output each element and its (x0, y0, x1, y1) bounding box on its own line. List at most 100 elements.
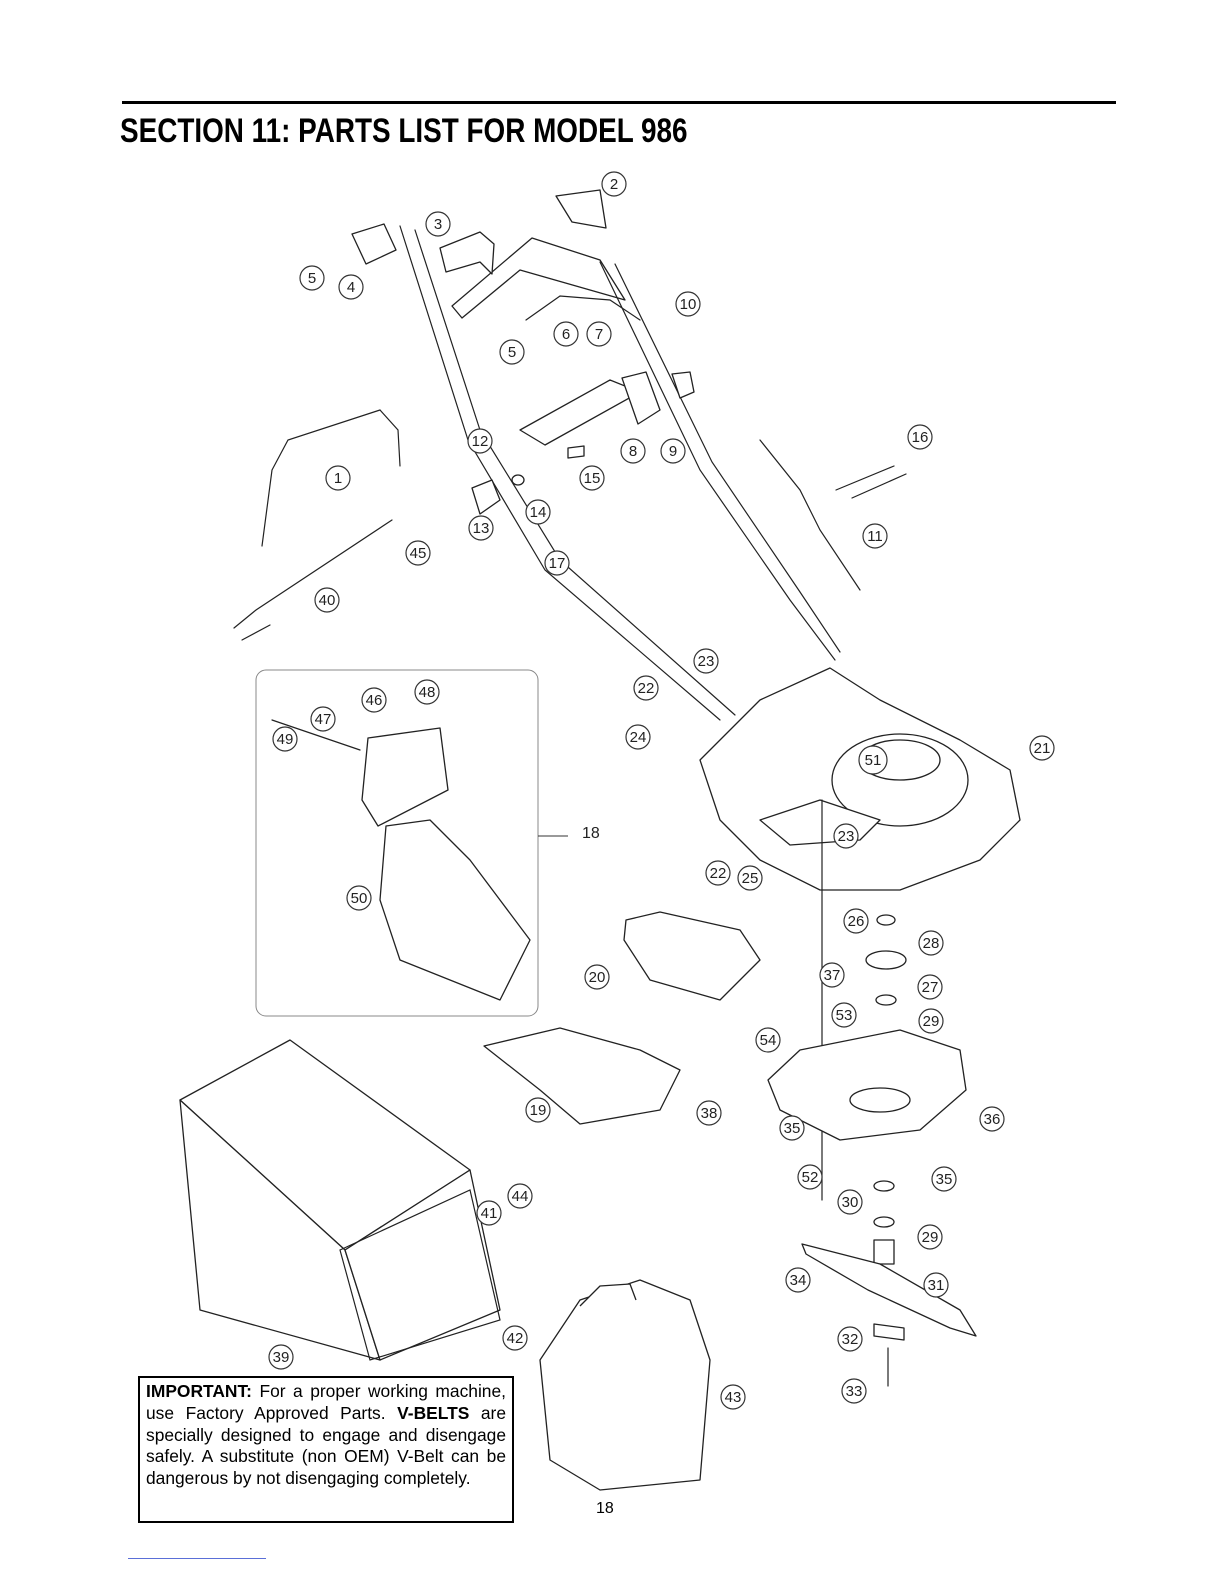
important-notice: IMPORTANT: For a proper working machine,… (138, 1376, 514, 1523)
callout-16-circle (907, 424, 933, 450)
callout-49-label: 49 (277, 731, 294, 748)
callout-14-label: 14 (530, 504, 547, 521)
callout-37-label: 37 (824, 967, 841, 984)
callout-54-circle (755, 1027, 781, 1053)
callout-1-label: 1 (334, 470, 342, 487)
callout-19-circle (525, 1097, 551, 1123)
callout-36-circle (979, 1106, 1005, 1132)
vbelts-label: V-BELTS (397, 1402, 470, 1423)
callout-7-circle (586, 321, 612, 347)
callout-19-label: 19 (530, 1102, 547, 1119)
callout-8-label: 8 (629, 443, 637, 460)
page-number: 18 (596, 1500, 614, 1517)
callout-21-circle (1029, 735, 1055, 761)
callout-29-circle (917, 1224, 943, 1250)
callout-21-label: 21 (1034, 740, 1051, 757)
callout-26-label: 26 (848, 913, 865, 930)
callout-41-circle (476, 1200, 502, 1226)
callout-15-label: 15 (584, 470, 601, 487)
callout-26-circle (843, 908, 869, 934)
callout-34-label: 34 (790, 1272, 807, 1289)
callout-20-circle (584, 964, 610, 990)
callout-6-label: 6 (562, 326, 570, 343)
callout-29-circle (918, 1008, 944, 1034)
callout-29-label: 29 (923, 1013, 940, 1030)
callout-12-circle (467, 428, 493, 454)
callout-39-circle (268, 1344, 294, 1370)
bottom-link-underline[interactable] (128, 1558, 266, 1559)
callout-43-circle (720, 1384, 746, 1410)
callout-46-label: 46 (366, 692, 383, 709)
callout-5-circle (299, 265, 325, 291)
top-rule (122, 101, 1116, 104)
callout-39-label: 39 (273, 1349, 290, 1366)
callout-33-label: 33 (846, 1383, 863, 1400)
callout-23-label: 23 (838, 828, 855, 845)
callout-35-label: 35 (784, 1120, 801, 1137)
callout-17-label: 17 (549, 555, 566, 572)
callout-28-circle (918, 930, 944, 956)
callout-13-label: 13 (473, 520, 490, 537)
callout-25-circle (737, 865, 763, 891)
callout-11-label: 11 (867, 528, 883, 545)
callout-43-label: 43 (725, 1389, 742, 1406)
callout-8-circle (620, 438, 646, 464)
callout-42-label: 42 (507, 1330, 524, 1347)
callout-22-circle (705, 860, 731, 886)
callout-38-label: 38 (701, 1105, 718, 1122)
callout-45-label: 45 (410, 545, 427, 562)
callout-51-circle (858, 745, 888, 775)
callout-34-circle (785, 1267, 811, 1293)
callout-7-label: 7 (595, 326, 603, 343)
callout-1-circle (325, 465, 351, 491)
callout-32-label: 32 (842, 1331, 859, 1348)
callout-24-circle (625, 724, 651, 750)
callout-25-label: 25 (742, 870, 759, 887)
callout-4-circle (338, 274, 364, 300)
callout-14-circle (525, 499, 551, 525)
bag-extension-assembly (255, 669, 568, 1017)
callout-35-circle (931, 1166, 957, 1192)
callout-2-circle (601, 171, 627, 197)
callout-22-label: 22 (638, 680, 655, 697)
callout-48-circle (414, 679, 440, 705)
blade-assembly (767, 799, 977, 1387)
callout-16-label: 16 (912, 429, 929, 446)
callout-32-circle (837, 1326, 863, 1352)
vbelts-text: are specially designed to engage and dis… (146, 1402, 507, 1489)
callout-23-label: 23 (698, 653, 715, 670)
callout-9-circle (660, 438, 686, 464)
handle-assembly (351, 189, 841, 721)
callout-40-label: 40 (319, 592, 336, 609)
callout-5-label: 5 (508, 344, 516, 361)
callout-54-label: 54 (760, 1032, 777, 1049)
callout-51-label: 51 (865, 752, 882, 769)
battery-pack (539, 1279, 711, 1491)
callout-22-circle (633, 675, 659, 701)
callout-33-circle (841, 1378, 867, 1404)
mower-deck (699, 667, 1021, 891)
callout-30-circle (837, 1189, 863, 1215)
callout-44-circle (507, 1183, 533, 1209)
callout-44-label: 44 (512, 1188, 529, 1205)
callout-36-label: 36 (984, 1111, 1001, 1128)
callout-31-circle (923, 1272, 949, 1298)
callout-20-label: 20 (589, 969, 606, 986)
callout-28-label: 28 (923, 935, 940, 952)
callout-24-label: 24 (630, 729, 647, 746)
page-title: SECTION 11: PARTS LIST FOR MODEL 986 (120, 112, 688, 150)
callout-3-circle (425, 211, 451, 237)
callout-50-label: 50 (351, 890, 368, 907)
callout-47-circle (310, 706, 336, 732)
callout-3-label: 3 (434, 216, 442, 233)
assembly-label-18: 18 (582, 825, 600, 842)
callout-37-circle (819, 962, 845, 988)
deflectors (483, 911, 761, 1125)
callout-52-circle (797, 1164, 823, 1190)
callout-41-label: 41 (481, 1205, 498, 1222)
callout-6-circle (553, 321, 579, 347)
callout-11-circle (862, 523, 888, 549)
callout-10-circle (675, 291, 701, 317)
callout-29-label: 29 (922, 1229, 939, 1246)
